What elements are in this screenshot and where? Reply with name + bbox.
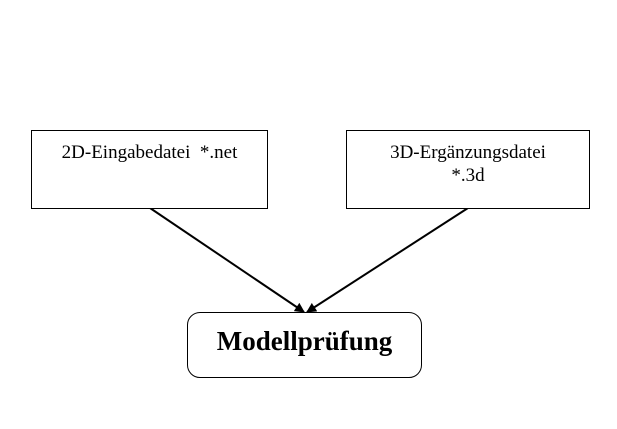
model-check-label: Modellprüfung [216, 326, 393, 356]
input-3d-label-line2: *.3d [451, 165, 485, 186]
arrow-3d-to-model-check [306, 207, 469, 313]
input-2d-label: 2D-Eingabedatei *.net [61, 142, 238, 163]
input-2d-box: 2D-Eingabedatei *.net [31, 130, 268, 209]
arrow-2d-to-model-check [149, 207, 305, 313]
input-3d-label-line1: 3D-Ergänzungsdatei [390, 142, 546, 163]
input-3d-box: 3D-Ergänzungsdatei *.3d [346, 130, 590, 209]
model-check-box: Modellprüfung [187, 312, 422, 378]
